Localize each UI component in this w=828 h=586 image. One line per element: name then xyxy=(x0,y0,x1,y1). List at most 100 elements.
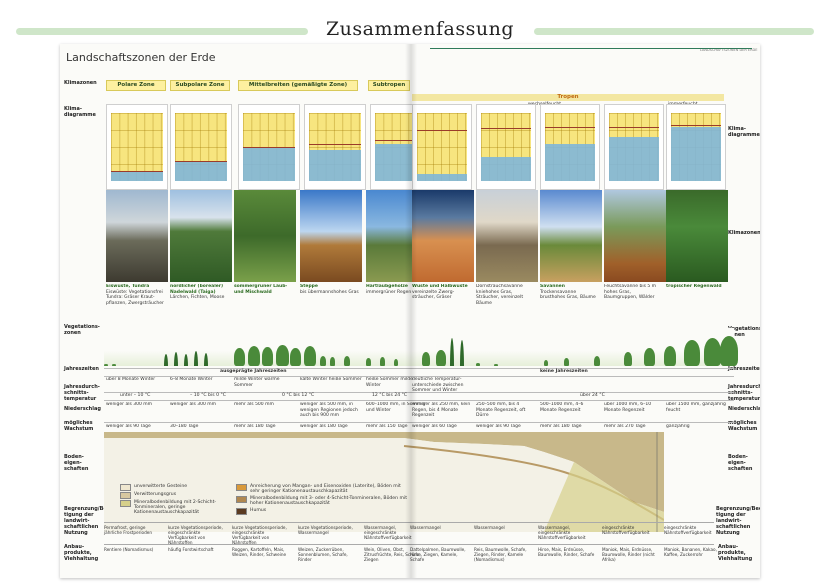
rain-cell: über 1500 mm, ganzjährig feucht xyxy=(666,402,726,413)
temperature-curve xyxy=(417,130,467,131)
vegetation-name: Steppe xyxy=(300,284,318,289)
legend-swatch-1 xyxy=(120,492,131,499)
climate-grid xyxy=(175,113,227,181)
legend-3: Anreicherung von Mangan- und Eisenoxiden… xyxy=(250,484,401,494)
label-begrenzung: Begrenzung/Beeinträch-tigung der landwir… xyxy=(64,506,133,536)
tree-shape xyxy=(380,357,386,366)
vegetation-cell: Feuchtsavanne bis 5 m hohes Gras, Baumgr… xyxy=(604,284,664,326)
row-anbau: Rentiere (Nomadismus)häufig Forstwirtsch… xyxy=(104,544,717,573)
limit-cell: Wassermangel xyxy=(410,525,441,530)
temp-3: 12 °C bis 24 °C xyxy=(372,393,408,398)
label-boden: Boden-eigen-schaften xyxy=(64,454,89,472)
tree-shape xyxy=(494,364,498,366)
product-cell: häufig Forstwirtschaft xyxy=(168,547,214,552)
climate-grid xyxy=(309,113,361,181)
limit-cell: Wassermangel, eingeschränkte Nährstoffve… xyxy=(538,525,586,540)
header-accent-right xyxy=(534,28,814,35)
product-cell: Maniok, Mais, Erdnüsse, Baumwolle, Rinde… xyxy=(602,547,655,562)
vegetation-name: nördlicher (borealer) Nadelwald (Taiga) xyxy=(170,284,224,295)
vegetation-desc: Eiswüste: Vegetationsfrei Tundra: Gräser… xyxy=(106,289,164,306)
limit-cell: Wassermangel, eingeschränkte Nährstoffve… xyxy=(364,525,412,540)
running-head: LANDSCHAFTSZONEN DER ERDE xyxy=(700,48,758,52)
atlas-page: Landschaftszonen der Erde LANDSCHAFTSZON… xyxy=(60,44,760,578)
label-wachstum-right: mögliches Wachstum xyxy=(728,420,758,432)
tree-shape xyxy=(460,340,464,366)
limit-cell: eingeschränkte Nährstoffverfügbarkeit xyxy=(602,525,650,535)
temperature-curve xyxy=(671,125,721,127)
climate-diagram xyxy=(540,104,600,190)
vegetation-name: sommergrüner Laub- und Mischwald xyxy=(234,284,288,295)
landscape-photo xyxy=(412,190,474,282)
running-rule xyxy=(430,48,752,49)
tree-shape xyxy=(704,338,721,366)
climate-diagram xyxy=(412,104,472,190)
zone-subtropen: Subtropen xyxy=(368,80,410,91)
tree-shape xyxy=(344,356,350,366)
landscape-photo xyxy=(476,190,538,282)
tree-shape xyxy=(184,354,188,366)
product-cell: Roggen, Kartoffeln, Mais, Weizen, Rinder… xyxy=(232,547,287,557)
tree-shape xyxy=(174,352,178,366)
tree-shape xyxy=(330,357,336,366)
label-wachstum: mögliches Wachstum xyxy=(64,420,94,432)
tree-shape xyxy=(720,336,738,366)
legend-swatch-0 xyxy=(120,484,131,491)
label-klimadiagramme: Klima-diagramme xyxy=(64,106,96,118)
label-anbau-right: Anbau-produkte, Viehhaltung xyxy=(718,544,753,562)
tree-shape xyxy=(366,358,371,366)
product-cell: Weizen, Zuckerrüben, Sonnenblumen, Schaf… xyxy=(298,547,348,562)
zone-subpolar: Subpolare Zone xyxy=(170,80,230,91)
rain-cell: 500–1000 mm, 4–6 Monate Regenzeit xyxy=(540,402,584,413)
growth-cell: 30–180 Tage xyxy=(170,424,199,429)
limit-cell: kurze Vegetationsperiode, eingeschränkte… xyxy=(168,525,223,545)
rain-cell: weniger als 500 mm, in wenigen Regionen … xyxy=(300,402,358,418)
landscape-photo xyxy=(604,190,666,282)
vegetation-name: Hartlaubgehölze xyxy=(366,284,408,289)
temperature-curve xyxy=(309,143,361,145)
page-fold xyxy=(405,44,417,578)
precip-bars xyxy=(481,157,531,181)
seasons-left: ausgeprägte Jahreszeiten xyxy=(220,369,287,374)
vegetation-name: Wüste und Halbwüste xyxy=(412,284,468,289)
climate-grid xyxy=(111,113,163,181)
rain-cell: weniger als 250 mm, kein Regen, bis 4 Mo… xyxy=(412,402,471,418)
tree-shape xyxy=(664,346,676,366)
landscape-photo xyxy=(666,190,728,282)
product-cell: Wein, Oliven, Obst, Zitrusfrüchte, Reis,… xyxy=(364,547,421,562)
tree-shape xyxy=(104,364,108,366)
growth-cell: mehr als 270 Tage xyxy=(604,424,646,429)
label-anbau: Anbau-produkte, Viehhaltung xyxy=(64,544,99,562)
tree-shape xyxy=(276,345,289,366)
label-vegetationszonen: Vegetations-zonen xyxy=(64,324,100,336)
temp-0: unter – 10 °C xyxy=(120,393,151,398)
precip-bars xyxy=(609,136,659,181)
climate-grid xyxy=(417,113,467,181)
vegetation-desc: Feuchtsavanne bis 5 m hohes Gras, Baumgr… xyxy=(604,284,657,300)
landscape-photo xyxy=(234,190,296,282)
temperature-curve xyxy=(481,127,531,129)
product-cell: Maniok, Bananen, Kakao, Kaffee, Zuckerro… xyxy=(664,547,717,557)
vegetation-cell: sommergrüner Laub- und Mischwald xyxy=(234,284,294,326)
legend-1: Verwitterungsgrus xyxy=(134,492,177,497)
temperature-curve xyxy=(243,147,295,148)
vegetation-desc: vereinzelte Zwerg­sträucher, Gräser xyxy=(412,289,455,301)
landscape-photo xyxy=(540,190,602,282)
vegetation-desc: Trockensavanne brusthohes Gras, Bäume xyxy=(540,289,596,301)
climate-diagram xyxy=(106,104,168,190)
growth-cell: weniger als 60 Tage xyxy=(412,424,457,429)
tree-shape xyxy=(394,359,399,366)
tree-shape xyxy=(476,363,480,366)
tree-shape xyxy=(422,352,431,366)
temperature-curve xyxy=(175,160,227,162)
tree-shape xyxy=(248,346,260,366)
climate-diagram xyxy=(476,104,536,190)
limit-cell: Wassermangel xyxy=(474,525,505,530)
row-temperatur xyxy=(104,376,734,377)
vegetation-cell: Dornstrauchsavanne kniehohes Gras, Sträu… xyxy=(476,284,536,326)
vegetation-name: Savannen xyxy=(540,284,565,289)
zone-tropen: Tropen xyxy=(412,94,724,101)
tree-shape xyxy=(164,354,168,366)
legend-swatch-5 xyxy=(236,508,247,515)
legend-swatch-2 xyxy=(120,500,131,507)
temp-note: 6–8 Monate Winter xyxy=(170,377,213,382)
